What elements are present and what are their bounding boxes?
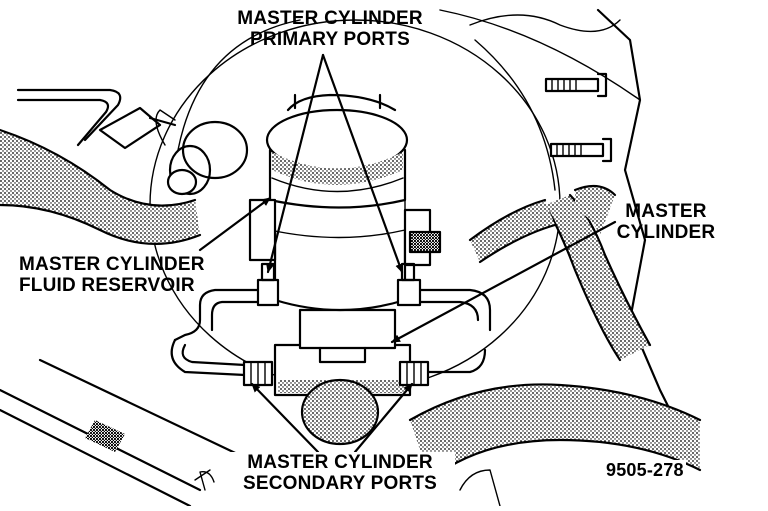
figure-number: 9505-278 xyxy=(604,460,686,481)
label-master-cylinder-line1: MASTER xyxy=(625,201,707,222)
firewall xyxy=(439,8,682,432)
label-primary-ports-line2: PRIMARY PORTS xyxy=(250,29,410,50)
wiring-harness-right xyxy=(468,184,652,362)
upper-wiring xyxy=(16,88,177,150)
label-primary-ports: MASTER CYLINDER PRIMARY PORTS xyxy=(225,8,435,50)
lower-left-cables xyxy=(0,358,252,508)
leader-lines xyxy=(198,53,617,454)
secondary-port-fittings xyxy=(242,360,430,387)
artist-mark xyxy=(194,469,215,491)
label-fluid-reservoir: MASTER CYLINDER FLUID RESERVOIR xyxy=(19,254,219,296)
label-secondary-ports-line2: SECONDARY PORTS xyxy=(242,473,438,494)
check-valve xyxy=(155,109,249,196)
left-vacuum-hose xyxy=(0,128,202,245)
master-cylinder-body xyxy=(248,93,442,446)
label-master-cylinder-line2: CYLINDER xyxy=(616,222,716,243)
label-fluid-reservoir-line2: FLUID RESERVOIR xyxy=(19,275,195,296)
label-secondary-ports: MASTER CYLINDER SECONDARY PORTS xyxy=(225,452,455,494)
label-fluid-reservoir-line1: MASTER CYLINDER xyxy=(19,254,205,275)
mounting-bolts xyxy=(544,72,613,163)
label-master-cylinder: MASTER CYLINDER xyxy=(612,201,720,243)
label-secondary-ports-line1: MASTER CYLINDER xyxy=(247,452,433,473)
brake-lines xyxy=(170,288,492,377)
primary-port-fittings xyxy=(256,262,422,307)
label-primary-ports-line1: MASTER CYLINDER xyxy=(237,8,423,29)
lower-hose xyxy=(408,383,702,507)
